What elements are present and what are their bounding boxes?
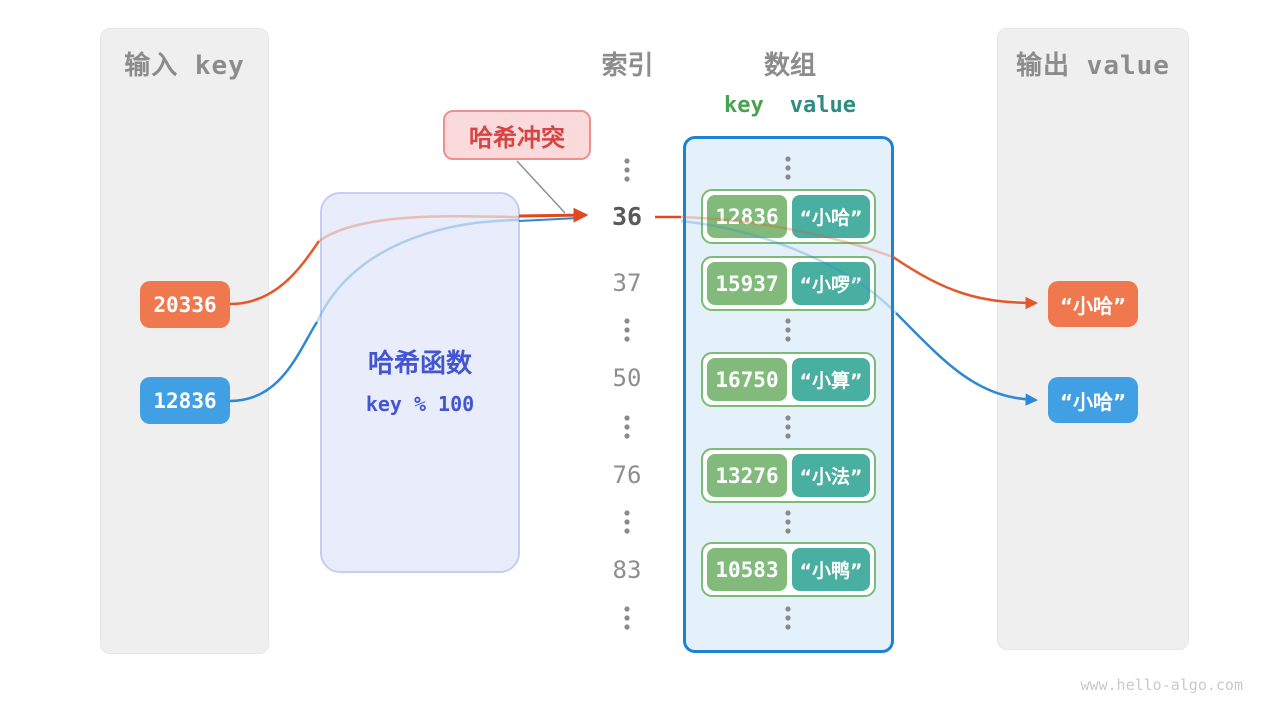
bucket-value: “小哈”: [791, 195, 870, 238]
bucket-key: 15937: [707, 262, 787, 305]
bucket-key: 16750: [707, 358, 787, 401]
index-83: 83: [612, 556, 642, 584]
index-50: 50: [612, 364, 642, 392]
bucket-value: “小法”: [791, 454, 870, 497]
hash-function-title: 哈希函数: [367, 349, 472, 379]
bucket-50: 16750 “小算”: [701, 352, 876, 407]
arrow-merge-blue: [518, 217, 579, 222]
bucket-36: 12836 “小哈”: [701, 189, 876, 244]
hash-function-formula: key % 100: [365, 392, 475, 416]
value-header-label: value: [789, 93, 856, 118]
input-panel-title: 输入 key: [124, 51, 245, 81]
index-76: 76: [612, 461, 642, 489]
index-36: 36: [611, 202, 643, 231]
output-value-blue: “小哈”: [1048, 377, 1138, 423]
bucket-83: 10583 “小鸭”: [701, 542, 876, 597]
bucket-value: “小算”: [791, 358, 870, 401]
input-key-12836: 12836: [140, 377, 230, 424]
arrow-hash-to-index-36: [518, 207, 589, 223]
input-key-20336: 20336: [140, 281, 230, 328]
bucket-value: “小啰”: [791, 262, 870, 305]
bucket-76: 13276 “小法”: [701, 448, 876, 503]
hash-function-box: [320, 192, 520, 573]
hash-collision-label: 哈希冲突: [443, 110, 591, 160]
index-column-header: 索引: [601, 51, 654, 81]
bucket-37: 15937 “小啰”: [701, 256, 876, 311]
bucket-key: 13276: [707, 454, 787, 497]
bucket-key: 12836: [707, 195, 787, 238]
input-panel: [100, 28, 269, 654]
bucket-value: “小鸭”: [791, 548, 870, 591]
bucket-key: 10583: [707, 548, 787, 591]
output-panel: [997, 28, 1189, 650]
key-header-label: key: [724, 93, 764, 118]
watermark: www.hello-algo.com: [1080, 676, 1243, 694]
array-column-header: 数组: [763, 51, 816, 81]
output-panel-title: 输出 value: [1016, 51, 1170, 81]
collision-pointer-line: [516, 160, 566, 214]
index-37: 37: [612, 269, 642, 297]
array-kv-header: key value: [700, 93, 880, 118]
output-value-orange: “小哈”: [1048, 281, 1138, 327]
